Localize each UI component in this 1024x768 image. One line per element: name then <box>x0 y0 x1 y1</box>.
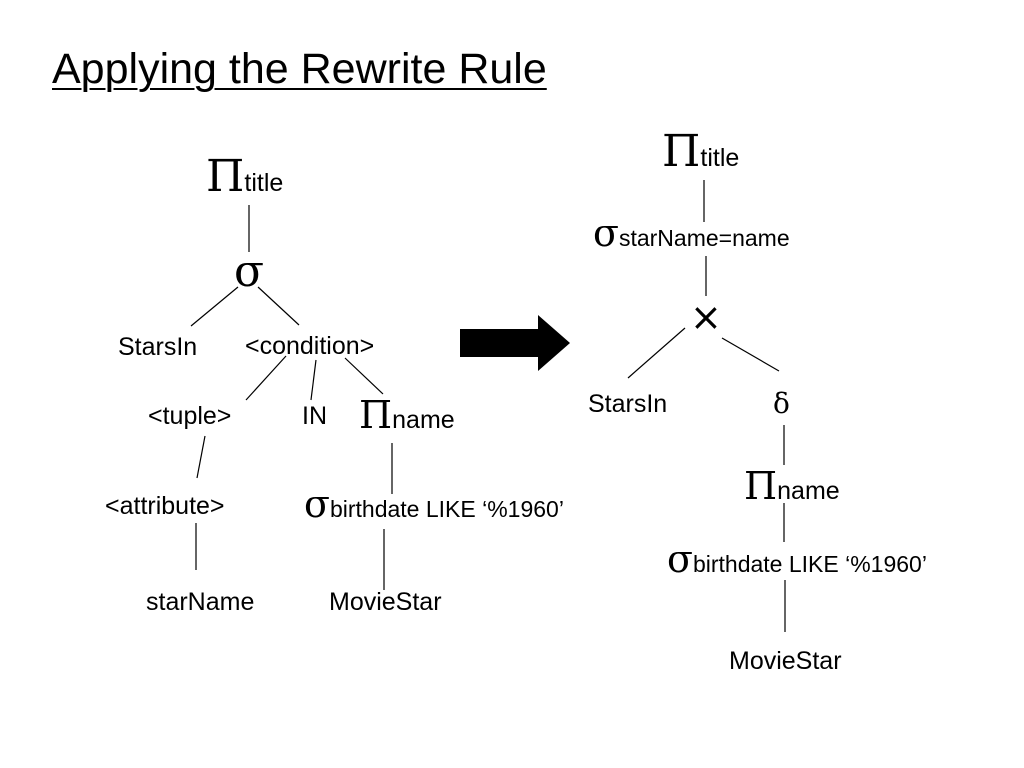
left-condition: <condition> <box>245 332 375 360</box>
selection-symbol: σ <box>667 537 693 581</box>
selection-symbol: σ <box>593 211 619 255</box>
duplicate-elimination-delta: δ <box>773 387 790 420</box>
edge-left-condition-pi <box>344 357 384 395</box>
right-moviestar: MovieStar <box>729 647 842 675</box>
projection-attribute: title <box>700 144 740 172</box>
left-in: IN <box>302 402 327 430</box>
left-moviestar: MovieStar <box>329 588 442 616</box>
cross-product-icon: × <box>690 295 722 339</box>
right-projection-name: Πname <box>744 467 840 505</box>
left-root-projection: Πtitle <box>206 155 283 199</box>
projection-symbol: Π <box>359 393 393 437</box>
edge-right-product-starsin <box>627 327 686 379</box>
left-selection-birthdate: σbirthdate LIKE ‘%1960’ <box>304 485 564 523</box>
slide-title: Applying the Rewrite Rule <box>52 45 547 93</box>
right-starsin: StarsIn <box>588 390 668 418</box>
projection-symbol: Π <box>662 126 701 177</box>
edge-right-product-delta <box>721 337 780 372</box>
projection-attribute: name <box>777 477 840 505</box>
right-selection: σstarName=name <box>593 214 790 252</box>
edge-left-condition-in <box>310 359 317 401</box>
edge-left-tuple-attribute <box>196 435 206 479</box>
selection-condition: birthdate LIKE ‘%1960’ <box>692 551 927 577</box>
projection-attribute: title <box>244 169 284 197</box>
selection-symbol: σ <box>304 482 330 526</box>
right-arrow-icon <box>460 315 570 371</box>
right-root-projection: Πtitle <box>662 130 739 174</box>
left-starname: starName <box>146 588 255 616</box>
left-attribute: <attribute> <box>105 492 225 520</box>
selection-condition: starName=name <box>618 225 790 251</box>
right-selection-birthdate: σbirthdate LIKE ‘%1960’ <box>667 540 927 578</box>
projection-symbol: Π <box>206 151 245 202</box>
edge-left-sigma-starsin <box>190 286 239 327</box>
left-tuple: <tuple> <box>148 402 232 430</box>
left-selection: σ <box>234 246 265 297</box>
projection-attribute: name <box>392 406 455 434</box>
edge-left-condition-tuple <box>245 355 287 401</box>
edge-left-sigma-condition <box>257 286 300 326</box>
selection-condition: birthdate LIKE ‘%1960’ <box>329 496 564 522</box>
left-starsin: StarsIn <box>118 333 198 361</box>
projection-symbol: Π <box>744 464 778 508</box>
left-projection-name: Πname <box>359 396 455 434</box>
